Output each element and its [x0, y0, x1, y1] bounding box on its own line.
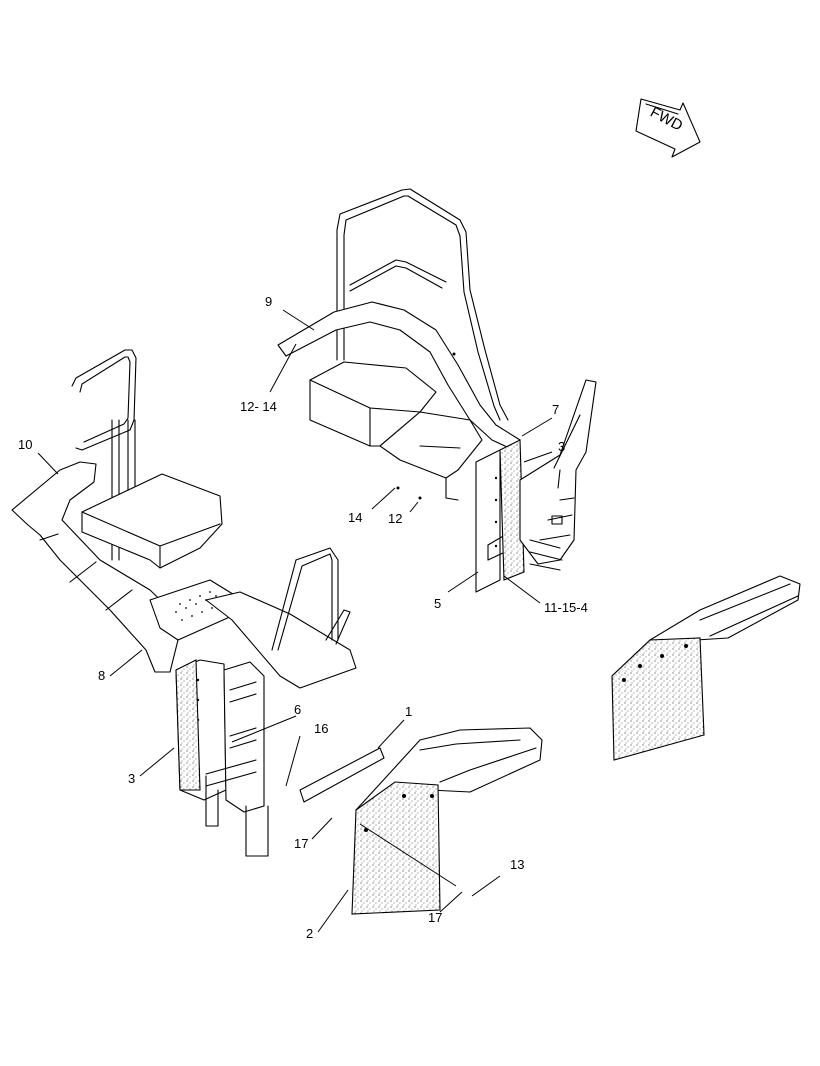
callout-2: 2 — [306, 926, 313, 941]
callout-12: 12 — [388, 511, 402, 526]
callout-3-right: 3 — [558, 439, 565, 454]
callout-1: 1 — [405, 704, 412, 719]
callout-6: 6 — [294, 702, 301, 717]
callout-labels: 9 12- 14 10 7 3 14 12 5 11-15-4 8 6 16 1… — [18, 294, 588, 941]
callout-13: 13 — [510, 857, 524, 872]
callout-10: 10 — [18, 437, 32, 452]
left-fender-assembly — [11, 349, 357, 857]
callout-8: 8 — [98, 668, 105, 683]
callout-16: 16 — [314, 721, 328, 736]
callout-12-14-upper: 12- 14 — [240, 399, 277, 414]
callout-17-lower: 17 — [428, 910, 442, 925]
fwd-arrow-icon: FWD — [635, 98, 701, 158]
callout-14: 14 — [348, 510, 362, 525]
callout-11-15-4: 11-15-4 — [544, 600, 588, 615]
right-fender-assembly — [277, 188, 597, 593]
front-fender-assembly — [299, 727, 543, 915]
callout-9: 9 — [265, 294, 272, 309]
leader-lines — [37, 309, 553, 933]
callout-17-left: 17 — [294, 836, 308, 851]
callout-7: 7 — [552, 402, 559, 417]
detached-fender — [611, 575, 801, 761]
callout-5: 5 — [434, 596, 441, 611]
callout-3-left: 3 — [128, 771, 135, 786]
